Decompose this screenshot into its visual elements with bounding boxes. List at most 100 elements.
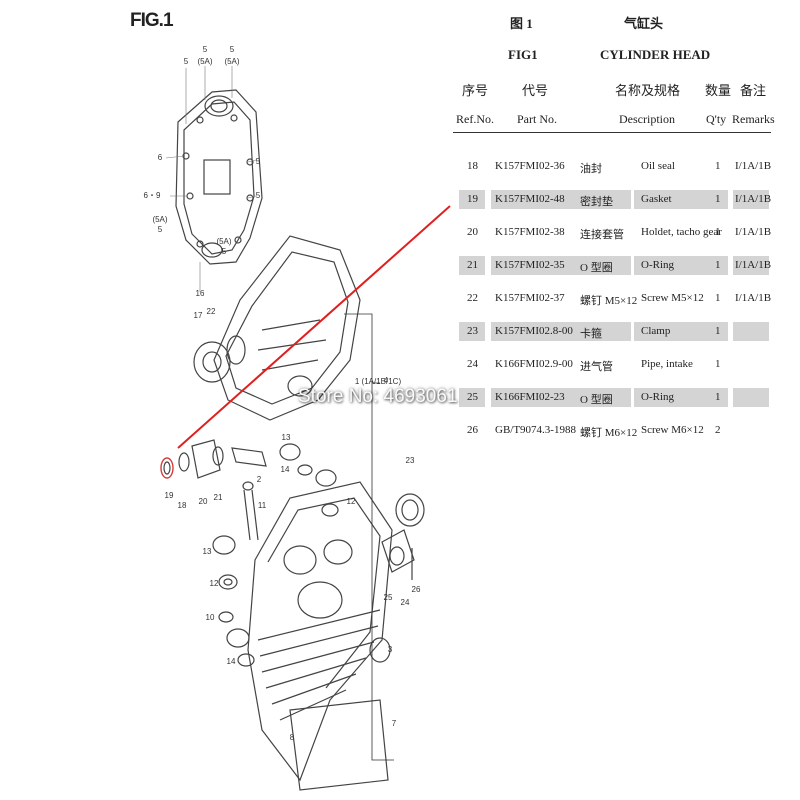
cell-qty: 1	[715, 193, 721, 205]
cell-ref: 18	[467, 160, 478, 172]
callout-label: 17	[194, 311, 203, 320]
cell-cn: 螺钉 M6×12	[580, 427, 638, 439]
row-shade	[733, 190, 769, 209]
intake-parts	[369, 493, 425, 663]
callout-label: 6	[158, 153, 163, 162]
cell-qty: 2	[715, 424, 721, 436]
callout-label: 8	[290, 733, 295, 742]
callout-label: 20	[199, 497, 208, 506]
callout-label: 14	[281, 465, 290, 474]
cell-part: K166FMI02.9-00	[495, 358, 573, 370]
callout-label: 5	[158, 225, 163, 234]
row-shade	[459, 322, 485, 341]
assembly-bracket	[344, 313, 394, 761]
cell-ref: 23	[467, 325, 478, 337]
callout-label: 16	[196, 289, 205, 298]
callout-label: 5	[222, 247, 227, 256]
cell-desc: Pipe, intake	[641, 358, 693, 370]
col-cn-desc: 名称及规格	[615, 83, 681, 98]
col-cn-part: 代号	[522, 83, 549, 98]
callout-label: 14	[227, 657, 236, 666]
header-en-figure: FIG1	[508, 47, 538, 62]
callout-label: (5A)	[197, 57, 212, 66]
row-shade	[459, 256, 485, 275]
col-cn-remarks: 备注	[740, 83, 767, 98]
callout-label: 18	[178, 501, 187, 510]
cell-ref: 26	[467, 424, 478, 436]
figure-label: FIG.1	[130, 10, 174, 31]
cell-part: K157FMI02-35	[495, 259, 565, 271]
cell-ref: 21	[467, 259, 478, 271]
cell-ref: 22	[467, 292, 478, 304]
cell-qty: 1	[715, 226, 721, 238]
cell-qty: 1	[715, 259, 721, 271]
row-shade	[575, 388, 629, 407]
cell-part: K157FMI02-38	[495, 226, 565, 238]
row-shade	[459, 388, 485, 407]
row-shade	[733, 388, 769, 407]
callout-label: 1 (1A/1B/1C)	[355, 377, 402, 386]
row-shade	[634, 322, 728, 341]
cell-qty: 1	[715, 391, 721, 403]
head-cover-leaders	[165, 66, 257, 292]
row-shade	[575, 256, 629, 275]
cell-desc: Screw M5×12	[641, 292, 704, 304]
cell-part: K166FMI02-23	[495, 391, 565, 403]
cylinder-head-lower	[247, 481, 393, 791]
cell-remarks: I/1A/1B	[735, 160, 772, 172]
callout-label: 13	[203, 547, 212, 556]
cell-remarks: I/1A/1B	[735, 193, 772, 205]
callout-label: 12	[347, 497, 356, 506]
cell-desc: Clamp	[641, 325, 671, 337]
store-watermark: Store No: 4693061	[298, 386, 458, 407]
cell-desc: Holdet, tacho gear	[641, 226, 722, 238]
callout-label: 26	[412, 585, 421, 594]
col-en-remarks: Remarks	[732, 112, 775, 126]
header-cn-title: 气缸头	[624, 16, 664, 31]
callout-label: 21	[214, 493, 223, 502]
row-shade	[575, 190, 629, 209]
callout-label: 13	[282, 433, 291, 442]
callout-label: 5	[184, 57, 189, 66]
callout-label: 23	[406, 456, 415, 465]
row-shade	[459, 190, 485, 209]
callout-label: 3	[388, 645, 393, 654]
cell-cn: 卡箍	[580, 328, 602, 340]
row-shade	[709, 190, 725, 209]
callout-label: 19	[165, 491, 174, 500]
cell-desc: Gasket	[641, 193, 672, 205]
col-en-ref: Ref.No.	[456, 112, 494, 126]
cell-cn: 密封垫	[580, 196, 613, 208]
cell-part: K157FMI02-48	[495, 193, 565, 205]
cell-cn: 螺钉 M5×12	[580, 295, 638, 307]
row-shade	[733, 256, 769, 275]
callout-label: 4	[384, 376, 389, 385]
cell-cn: 油封	[580, 163, 602, 175]
callout-label: (5A)	[216, 237, 231, 246]
row-shade	[634, 256, 728, 275]
cell-qty: 1	[715, 325, 721, 337]
callout-label: 10	[206, 613, 215, 622]
col-en-qty: Q'ty	[706, 112, 727, 126]
cell-desc: Screw M6×12	[641, 424, 704, 436]
header-en-title: CYLINDER HEAD	[600, 47, 711, 62]
header-rule	[453, 132, 771, 133]
cell-remarks: I/1A/1B	[735, 292, 772, 304]
cell-qty: 1	[715, 160, 721, 172]
cell-cn: 进气管	[580, 361, 613, 373]
header-cn-figure: 图 1	[510, 16, 533, 31]
cell-cn: O 型圈	[580, 394, 613, 406]
row-shade	[709, 256, 725, 275]
callout-label: (5A)	[224, 57, 239, 66]
callout-label: 5	[203, 45, 208, 54]
callout-label: (5A)	[152, 215, 167, 224]
row-shade	[634, 388, 728, 407]
callout-label: 6・9	[144, 191, 161, 200]
cell-qty: 1	[715, 292, 721, 304]
